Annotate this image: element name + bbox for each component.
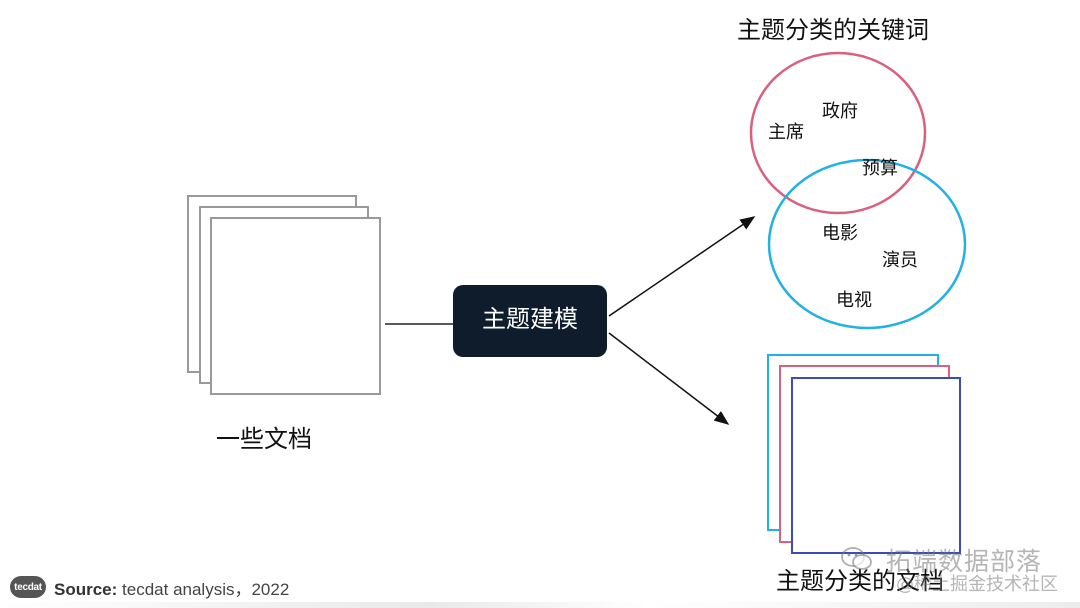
topic-modeling-box (453, 285, 607, 357)
keyword-government: 政府 (822, 101, 858, 122)
document-page-front (210, 217, 381, 395)
keyword-chairman: 主席 (768, 122, 804, 143)
topic-circle-politics (749, 51, 927, 215)
keyword-budget: 预算 (862, 158, 898, 179)
arrow-to-keywords (608, 216, 756, 317)
keyword-movie: 电影 (822, 223, 858, 244)
input-documents-label: 一些文档 (216, 425, 312, 453)
keyword-tv: 电视 (836, 290, 872, 311)
venn-title: 主题分类的关键词 (737, 16, 929, 44)
source-text: tecdat analysis，2022 (122, 579, 290, 599)
tecdat-logo: tecdat (10, 576, 46, 598)
input-document-stack (187, 195, 381, 395)
classified-documents-label: 主题分类的文档 (776, 567, 944, 595)
arrow-to-classified-documents (608, 332, 730, 425)
keyword-actor: 演员 (882, 250, 918, 271)
topic-modeling-label: 主题建模 (482, 305, 578, 333)
footer-divider (0, 602, 1080, 608)
source-label: Source: (54, 579, 118, 599)
source-footer: tecdat Source: tecdat analysis，2022 (10, 574, 289, 600)
classified-page-navy (791, 377, 961, 554)
topic-circle-entertainment (767, 158, 967, 330)
classified-document-stack (767, 354, 961, 554)
